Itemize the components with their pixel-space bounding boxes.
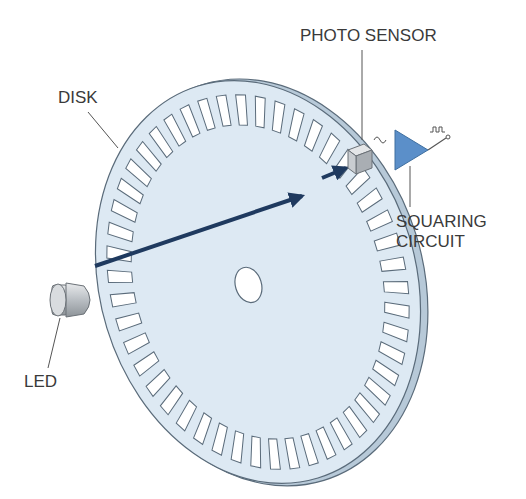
photo-sensor-symbol <box>348 144 372 174</box>
disk-face <box>47 40 469 499</box>
disk-slot <box>281 436 302 470</box>
output-wire <box>428 138 446 150</box>
disk-slot <box>365 210 393 232</box>
light-beam-arrow <box>95 196 302 266</box>
leader-line <box>410 166 411 207</box>
part-label: DISK <box>58 88 118 108</box>
leader-line <box>48 318 60 368</box>
sine-signal <box>374 137 386 143</box>
disk-slot <box>382 296 413 325</box>
disk-slot <box>379 254 407 276</box>
part-label: LED <box>24 372 74 392</box>
disk-slot <box>214 94 235 128</box>
light-beam-arrow <box>322 168 346 178</box>
disk-slot <box>132 351 162 377</box>
disk-slot <box>381 275 411 301</box>
disk-slot <box>198 98 216 130</box>
part-label: SQUARING CIRCUIT <box>396 212 496 253</box>
leader-line <box>362 50 363 140</box>
output-terminal <box>446 135 450 139</box>
disk-slot <box>205 421 235 457</box>
disk-slot <box>180 104 201 138</box>
squaring-circuit-symbol <box>395 130 428 170</box>
disk-slot <box>143 369 174 398</box>
disk-slot <box>380 316 411 347</box>
leader-line <box>88 112 118 148</box>
disk-slot <box>156 385 187 416</box>
disk-slot <box>355 187 385 213</box>
disk-slot <box>230 92 254 128</box>
disk-slot <box>123 333 151 355</box>
shaft-hole <box>231 264 266 306</box>
part-label: PHOTO SENSOR <box>300 26 440 46</box>
disk-slot <box>300 433 318 465</box>
disk-slot <box>243 434 269 470</box>
disk-slot <box>163 113 187 149</box>
square-signal <box>430 127 445 132</box>
disk-slot <box>262 437 286 473</box>
disk-slot <box>329 416 353 452</box>
disk-slots <box>62 57 454 499</box>
disk-slot <box>264 99 292 136</box>
led-symbol <box>50 283 90 317</box>
disk-slot <box>223 429 251 466</box>
disk-slot <box>116 312 142 331</box>
disk-slot <box>105 264 135 290</box>
disk-slot <box>281 107 311 143</box>
disk-slot <box>109 288 137 310</box>
disk-slot <box>247 94 273 130</box>
disk-slot <box>316 426 337 460</box>
disk-slot <box>105 216 136 247</box>
